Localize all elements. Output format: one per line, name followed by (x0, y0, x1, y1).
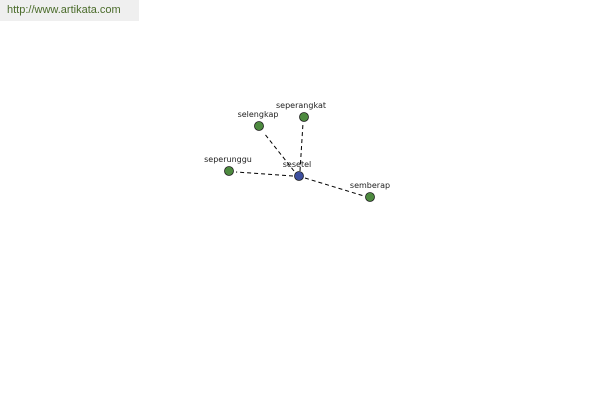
node-seperangkat[interactable] (299, 112, 309, 122)
edge-semberap (304, 177, 365, 197)
node-center-sesetel[interactable] (294, 171, 304, 181)
node-label-selengkap: selengkap (238, 110, 279, 119)
edge-selengkap (263, 132, 295, 172)
graph-edges (235, 122, 365, 197)
node-seperunggu[interactable] (224, 166, 234, 176)
node-label-center: sesetel (283, 160, 311, 169)
edge-seperunggu (235, 171, 294, 177)
node-semberap[interactable] (365, 192, 375, 202)
graph-nodes (224, 112, 375, 202)
edge-seperangkat (299, 122, 304, 172)
node-label-semberap: semberap (350, 181, 390, 190)
node-selengkap[interactable] (254, 121, 264, 131)
node-label-seperangkat: seperangkat (276, 101, 326, 110)
source-url-banner[interactable]: http://www.artikata.com (0, 0, 139, 21)
node-label-seperunggu: seperunggu (204, 155, 252, 164)
